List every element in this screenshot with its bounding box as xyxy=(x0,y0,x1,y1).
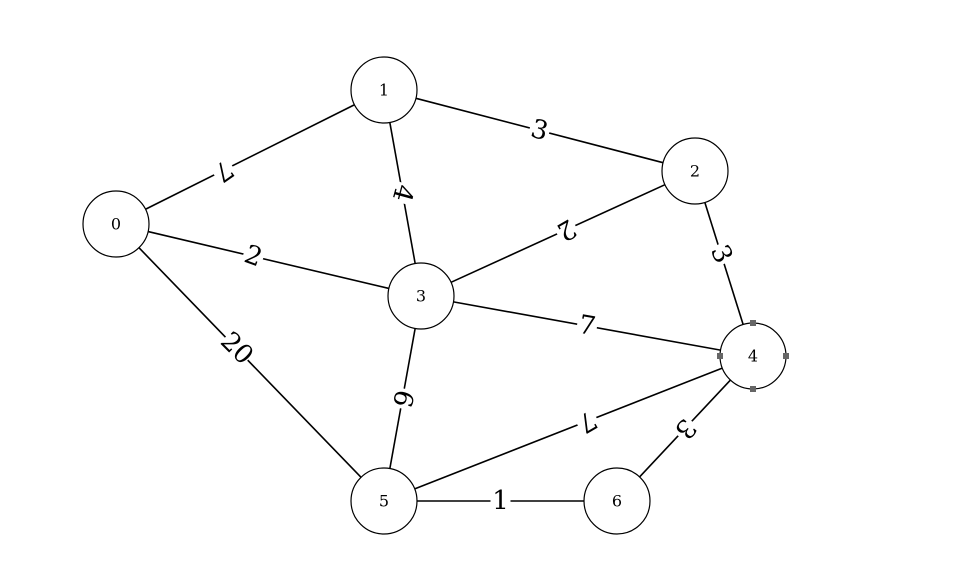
edge-weight-label: 3 xyxy=(528,114,552,147)
edge-4-5[interactable] xyxy=(414,367,723,490)
edge-label-backing xyxy=(239,240,268,273)
edge-weight-label: 7 xyxy=(576,310,598,342)
node-label: 3 xyxy=(416,287,426,306)
edge-label-backing xyxy=(490,488,511,514)
selection-handles xyxy=(717,320,789,392)
node-5[interactable]: 5 xyxy=(350,467,418,535)
edge-weight-label: 4 xyxy=(386,181,419,205)
resize-handle[interactable] xyxy=(717,353,723,359)
node-label: 2 xyxy=(690,162,700,181)
nodes-layer: 0 1 2 3 4 5 6 xyxy=(82,56,787,535)
node-circle[interactable] xyxy=(583,467,651,535)
edge-0-5[interactable] xyxy=(138,247,362,478)
node-circle[interactable] xyxy=(350,467,418,535)
edge-label-backing xyxy=(387,179,418,207)
node-2[interactable]: 2 xyxy=(661,137,729,205)
edge-weight-label: 1 xyxy=(492,486,509,516)
node-6[interactable]: 6 xyxy=(583,467,651,535)
node-circle[interactable] xyxy=(661,137,729,205)
resize-handle[interactable] xyxy=(750,386,756,392)
node-label: 0 xyxy=(111,215,121,234)
resize-handle[interactable] xyxy=(750,320,756,326)
node-label: 4 xyxy=(748,347,758,366)
edge-label-backing xyxy=(207,154,239,187)
edge-label-backing xyxy=(571,404,603,438)
resize-handle[interactable] xyxy=(783,353,789,359)
edge-label-backing xyxy=(387,385,418,412)
edge-label-backing xyxy=(574,311,600,341)
edge-label-backing xyxy=(668,412,702,445)
edge-label-backing xyxy=(526,115,553,146)
node-label: 5 xyxy=(379,492,389,511)
edge-label-backing xyxy=(551,213,582,247)
edge-label-backing xyxy=(216,328,258,370)
node-label: 6 xyxy=(612,492,622,511)
node-circle[interactable] xyxy=(350,56,418,124)
node-3[interactable]: 3 xyxy=(387,262,455,330)
edge-label-backing xyxy=(705,239,738,269)
node-label: 1 xyxy=(379,81,389,100)
node-circle[interactable] xyxy=(82,190,150,258)
edge-0-3[interactable] xyxy=(147,230,390,290)
edge-0-1[interactable] xyxy=(145,104,355,210)
node-circle[interactable] xyxy=(387,262,455,330)
node-0[interactable]: 0 xyxy=(82,190,150,258)
node-1[interactable]: 1 xyxy=(350,56,418,124)
edge-weight-label: 6 xyxy=(386,387,419,411)
node-4[interactable]: 4 xyxy=(719,322,787,390)
